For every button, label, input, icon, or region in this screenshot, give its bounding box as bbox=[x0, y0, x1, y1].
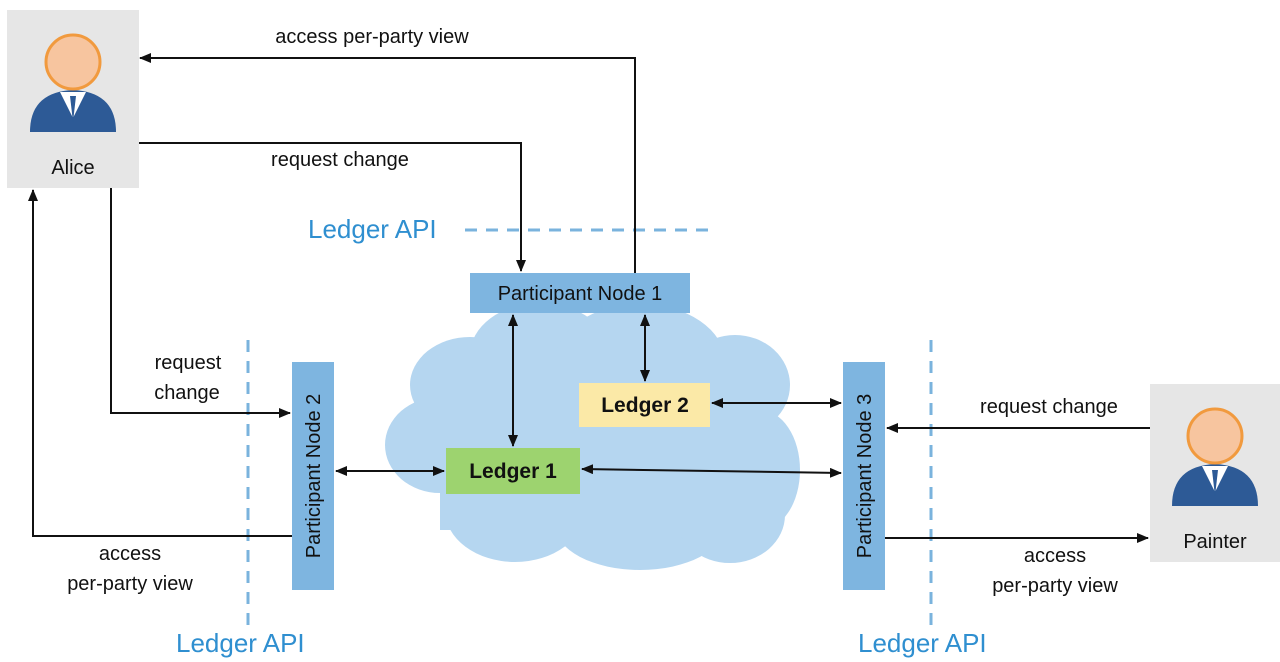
ledger-2[interactable]: Ledger 2 bbox=[579, 383, 710, 427]
alice-name: Alice bbox=[51, 157, 94, 179]
ledger-2-label: Ledger 2 bbox=[601, 394, 689, 417]
label-alice-access-left-2: per-party view bbox=[67, 573, 193, 595]
ledger-api-label-right: Ledger API bbox=[858, 628, 987, 658]
painter-actor[interactable]: Painter bbox=[1150, 384, 1280, 562]
label-alice-request-left-2: change bbox=[154, 382, 220, 404]
arrow-ledger1-pn3 bbox=[581, 464, 842, 478]
arrow-alice-to-pn1-request bbox=[139, 142, 526, 272]
alice-actor[interactable]: Alice bbox=[7, 10, 139, 188]
ledger-1-label: Ledger 1 bbox=[469, 460, 557, 483]
ledger-api-label-left: Ledger API bbox=[176, 628, 305, 658]
arrow-pn1-to-alice-access bbox=[139, 53, 636, 273]
ledger-api-label-top: Ledger API bbox=[308, 214, 437, 244]
participant-node-1[interactable]: Participant Node 1 bbox=[470, 273, 690, 313]
participant-node-3-label: Participant Node 3 bbox=[854, 394, 876, 559]
ledger-1[interactable]: Ledger 1 bbox=[446, 448, 580, 494]
label-alice-access-top: access per-party view bbox=[275, 26, 469, 48]
painter-user-icon bbox=[1172, 407, 1258, 506]
label-alice-request-top: request change bbox=[271, 149, 409, 171]
label-painter-access-1: access bbox=[1024, 545, 1086, 567]
participant-node-1-label: Participant Node 1 bbox=[498, 283, 663, 305]
alice-user-icon bbox=[30, 33, 116, 132]
arrow-pn2-to-alice-access bbox=[28, 189, 292, 537]
arrow-alice-to-pn2-request bbox=[110, 188, 291, 418]
painter-name: Painter bbox=[1183, 531, 1247, 553]
label-painter-access-2: per-party view bbox=[992, 575, 1118, 597]
participant-node-3[interactable]: Participant Node 3 bbox=[843, 362, 885, 590]
label-painter-request: request change bbox=[980, 396, 1118, 418]
label-alice-request-left-1: request bbox=[155, 352, 222, 374]
participant-node-2[interactable]: Participant Node 2 bbox=[292, 362, 334, 590]
participant-node-2-label: Participant Node 2 bbox=[303, 394, 325, 559]
label-alice-access-left-1: access bbox=[99, 543, 161, 565]
network-cloud bbox=[385, 303, 800, 570]
